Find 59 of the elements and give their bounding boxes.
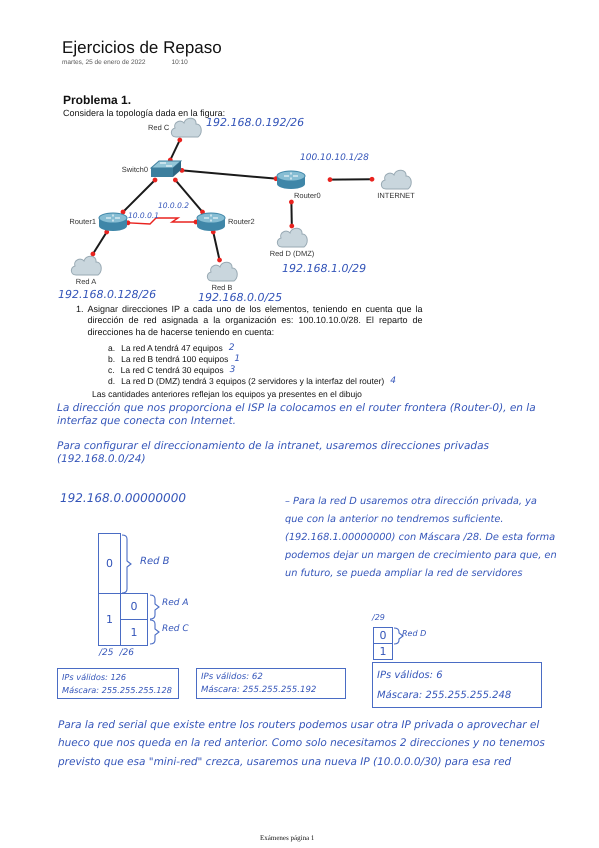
- bit-box: 1: [373, 643, 393, 660]
- summary-box: [196, 668, 346, 699]
- bit-box: 1: [120, 619, 148, 646]
- problem-heading: Problema 1.: [63, 93, 132, 108]
- ip-annotation: 192.168.0.0/25: [198, 291, 282, 304]
- order-mark: 2: [228, 343, 234, 354]
- ip-annotation: 100.10.10.1/28: [300, 153, 369, 163]
- list-item: La red A tendrá 47 equipos: [121, 343, 223, 354]
- summary-box: [372, 662, 542, 708]
- prefix-label: /29: [372, 613, 385, 623]
- prefix-label: /25: [99, 648, 114, 660]
- network-link: [120, 178, 158, 214]
- list-letter: a.: [108, 343, 116, 354]
- list-letter: b.: [108, 354, 116, 365]
- network-link: [210, 230, 222, 262]
- network-link: [180, 168, 278, 182]
- list-item: La red C tendrá 30 equipos: [120, 365, 224, 376]
- order-mark: 1: [234, 354, 240, 365]
- ip-annotation: 192.168.0.128/26: [58, 288, 156, 301]
- instruction-text: Asignar direcciones IP a cada uno de los elementos, teniendo en cuenta que la dirección de red asignada a la organización es: 100.10.10.0/28. El reparto de direcciones ha de hacerse teniendo en cuenta:: [88, 304, 423, 338]
- handwritten-note: Para configurar el direccionamiento de la intranet, usaremos direcciones privadas (192.168.0.0/24): [57, 440, 490, 466]
- bit-box: 0: [98, 533, 121, 594]
- prefix-label: /26: [119, 648, 134, 660]
- page-title: Ejercicios de Repaso: [62, 38, 222, 58]
- list-item: La red D (DMZ) tendrá 3 equipos (2 servidores y la interfaz del router): [121, 376, 384, 387]
- bit-box: 0: [120, 593, 148, 620]
- order-mark: 4: [390, 376, 396, 388]
- handwritten-note: – Para la red D usaremos otra dirección privada, ya que con la anterior no tendremos suficiente. (192.168.1.00000000) con Máscara /28. De esta forma podemos dejar un margen de crecimiento para que, en un futuro, se pueda ampliar la red de servidores: [285, 495, 557, 582]
- network-name: Red B: [140, 556, 170, 568]
- network-link: [168, 138, 182, 162]
- summary-box: [57, 668, 179, 699]
- network-link: [328, 176, 374, 182]
- valid-ips-text: IPs válidos: 6: [377, 670, 444, 680]
- address-bits: 192.168.0.00000000: [60, 491, 186, 506]
- mask-text: Máscara: 255.255.255.192: [201, 684, 318, 695]
- mask-text: Máscara: 255.255.255.248: [377, 690, 512, 700]
- handwritten-note: Para la red serial que existe entre los routers podemos usar otra IP privada o aprovechar el hueco que nos queda en la red anterior. Como solo necesitamos 2 direcciones y no tenemos previsto que esa "mini-red" crezca, usaremos una nueva IP (10.0.0.0/30) para esa red: [58, 718, 546, 770]
- order-mark: 3: [230, 365, 236, 376]
- network-name: Red A: [162, 598, 189, 610]
- mask-text: Máscara: 255.255.255.128: [62, 684, 173, 695]
- bit-box: 1: [98, 593, 121, 646]
- valid-ips-text: IPs válidos: 62: [201, 672, 264, 682]
- valid-ips-text: IPs válidos: 126: [62, 672, 128, 682]
- network-link: [90, 230, 110, 256]
- list-letter: c.: [108, 365, 115, 376]
- list-letter: d.: [108, 376, 116, 387]
- ip-annotation: 192.168.0.192/26: [206, 116, 304, 129]
- network-name: Red D: [402, 629, 426, 639]
- list-item: La red B tendrá 100 equipos: [121, 354, 228, 365]
- instruction-text: Considera la topología dada en la figura:: [63, 108, 226, 118]
- network-name: Red C: [162, 624, 189, 636]
- serial-link: [126, 217, 198, 226]
- network-link: [172, 178, 205, 214]
- list-number: 1.: [76, 304, 84, 316]
- bit-box: 0: [373, 627, 393, 644]
- network-link: [288, 200, 294, 228]
- ip-annotation: 192.168.1.0/29: [282, 262, 366, 275]
- handwritten-note: La dirección que nos proporciona el ISP la colocamos en el router frontera (Router-0), en la interfaz que conecta con Internet.: [57, 402, 537, 428]
- note-text: Las cantidades anteriores reflejan los equipos ya presentes en el dibujo: [92, 389, 362, 400]
